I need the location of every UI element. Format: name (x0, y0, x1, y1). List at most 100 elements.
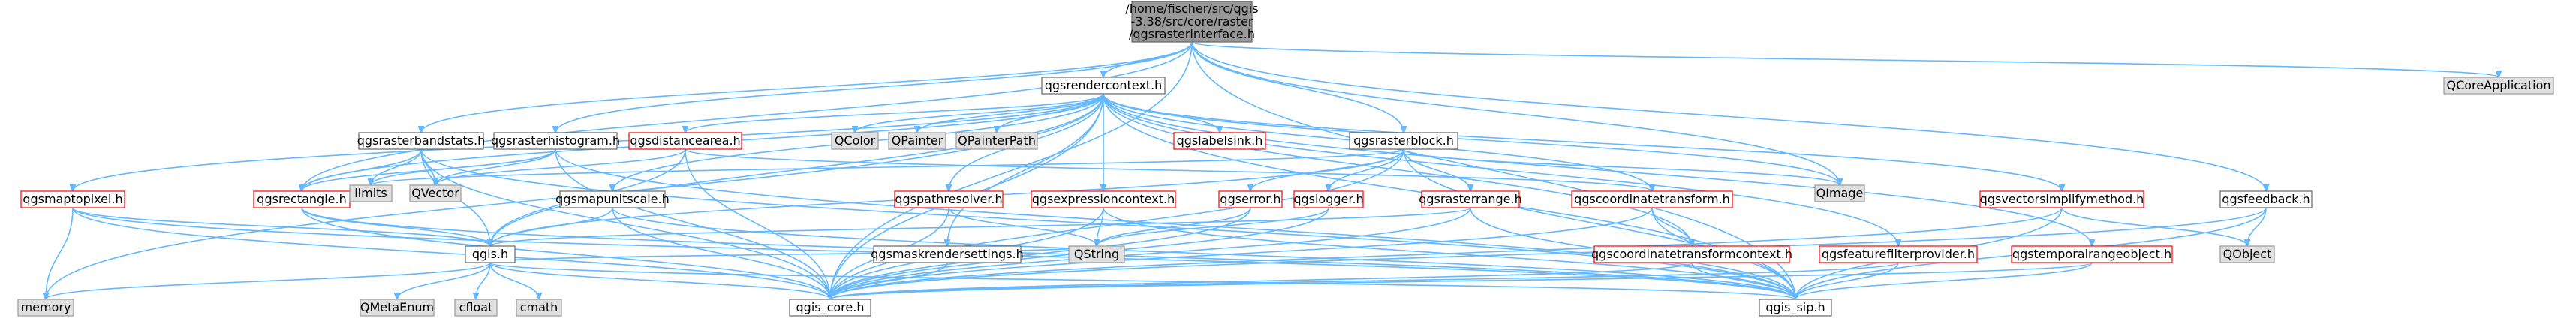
node-qgsdistancearea[interactable]: qgsdistancearea.h (628, 132, 742, 150)
node-label-root-line-1: -3.38/src/core/raster (1131, 14, 1253, 28)
node-label-qgsrendercontext: qgsrendercontext.h (1045, 78, 1163, 92)
node-label-qgsmaskrendersettings: qgsmaskrendersettings.h (871, 247, 1023, 261)
edge-qgsrectangle-to-qgis_sip (301, 207, 1795, 299)
node-label-qobject: QObject (2223, 247, 2272, 261)
node-label-qgspathresolver: qgspathresolver.h (895, 192, 1002, 206)
node-qgscoordinatetransform[interactable]: qgscoordinatetransform.h (1571, 190, 1733, 208)
node-limits[interactable]: limits (349, 184, 393, 202)
edge-qgsvectorsimplifymethod-to-qobject (2061, 207, 2247, 246)
edge-qgsrendercontext-to-qgsvectorsimplifymethod (1103, 93, 2062, 191)
node-box-memory (17, 298, 74, 316)
node-qgsfeedback[interactable]: qgsfeedback.h (2219, 190, 2313, 208)
edge-qgsmapunitscale-to-qgis_sip (612, 207, 1795, 299)
node-qgsrasterhistogram[interactable]: qgsrasterhistogram.h (491, 132, 620, 150)
node-qvector[interactable]: QVector (409, 184, 462, 202)
node-qgslabelsink[interactable]: qgslabelsink.h (1173, 132, 1266, 150)
node-cfloat[interactable]: cfloat (454, 298, 498, 316)
node-box-qpainter (888, 132, 946, 150)
node-box-qgsmapunitscale (559, 190, 666, 208)
node-qgsfeaturefilterprovider[interactable]: qgsfeaturefilterprovider.h (1819, 245, 1978, 263)
edge-qgslogger-to-qstring (1097, 207, 1329, 246)
node-label-qpainterpath: QPainterPath (958, 134, 1036, 148)
edge-qgs-to-memory (46, 262, 491, 299)
node-qgis_core[interactable]: qgis_core.h (789, 298, 871, 316)
node-qobject[interactable]: QObject (2219, 245, 2275, 263)
edge-qgs-to-cfloat (476, 262, 491, 299)
node-qgsvectorsimplifymethod[interactable]: qgsvectorsimplifymethod.h (1979, 190, 2144, 208)
node-box-qmetaenum (360, 298, 435, 316)
node-qcolor[interactable]: QColor (831, 132, 879, 150)
node-root[interactable]: /home/fischer/src/qgis-3.38/src/core/ras… (1125, 1, 1259, 43)
node-box-qvector (409, 184, 462, 202)
node-label-qgsrasterblock: qgsrasterblock.h (1353, 134, 1454, 148)
edge-qgsrectangle-to-qgis_core (301, 207, 830, 299)
node-qgis_sip[interactable]: qgis_sip.h (1759, 298, 1832, 316)
edge-qgsrasterbandstats-to-qgsrectangle (302, 148, 422, 191)
node-box-qgscoordinatetransform (1571, 190, 1733, 208)
node-label-qgsfeedback: qgsfeedback.h (2222, 192, 2310, 206)
node-qgsmaskrendersettings[interactable]: qgsmaskrendersettings.h (871, 245, 1024, 263)
edge-qgsrasterrange-to-qgis_core (830, 207, 1471, 299)
node-qmetaenum[interactable]: QMetaEnum (360, 298, 435, 316)
node-qimage[interactable]: QImage (1814, 184, 1865, 202)
node-qgsrasterblock[interactable]: qgsrasterblock.h (1349, 132, 1458, 150)
edge-qgscoordinatetransformcontext-to-qgis_sip (1691, 262, 1795, 299)
node-qstring[interactable]: QString (1068, 245, 1125, 263)
node-cmath[interactable]: cmath (516, 298, 562, 316)
node-memory[interactable]: memory (17, 298, 74, 316)
edge-qgsfeaturefilterprovider-to-qgis_core (830, 262, 1899, 299)
node-box-qcoreapplication (2443, 76, 2554, 94)
edge-qgsdistancearea-to-qgis_core (685, 148, 830, 299)
node-qgsrasterbandstats[interactable]: qgsrasterbandstats.h (357, 132, 486, 150)
node-qgsexpressioncontext[interactable]: qgsexpressioncontext.h (1031, 190, 1176, 208)
node-label-memory: memory (21, 300, 71, 314)
edge-qgsrendercontext-to-qpainter (917, 93, 1104, 133)
node-qgsrendercontext[interactable]: qgsrendercontext.h (1041, 76, 1166, 94)
node-box-qcolor (831, 132, 879, 150)
node-label-qcolor: QColor (835, 134, 876, 148)
edge-qgstemporalrangeobject-to-qgis_core (830, 262, 2093, 299)
node-qgsmaptopixel[interactable]: qgsmaptopixel.h (20, 190, 125, 208)
node-qgsrasterrange[interactable]: qgsrasterrange.h (1419, 190, 1522, 208)
node-label-qgscoordinatetransformcontext: qgscoordinatetransformcontext.h (1591, 247, 1792, 261)
node-box-qgsrasterhistogram (493, 132, 618, 150)
node-qgscoordinatetransformcontext[interactable]: qgscoordinatetransformcontext.h (1591, 245, 1792, 263)
edge-qgsrendercontext-to-qgs (490, 93, 1104, 246)
node-qgstemporalrangeobject[interactable]: qgstemporalrangeobject.h (2011, 245, 2173, 263)
node-label-qgis_core: qgis_core.h (796, 300, 865, 315)
node-qpainterpath[interactable]: QPainterPath (955, 132, 1038, 150)
node-qpainter[interactable]: QPainter (888, 132, 946, 150)
edge-qgsmapunitscale-to-qgs (490, 207, 613, 246)
node-label-qgis_sip: qgis_sip.h (1765, 300, 1825, 315)
node-label-root-line-2: /qgsrasterinterface.h (1129, 27, 1255, 41)
node-box-qgsfeaturefilterprovider (1819, 245, 1978, 263)
edge-qgsrasterhistogram-to-qvector (435, 148, 556, 185)
node-qgs[interactable]: qgis.h (465, 245, 516, 263)
node-label-qgscoordinatetransform: qgscoordinatetransform.h (1574, 192, 1730, 206)
node-box-limits (349, 184, 393, 202)
node-label-qgsdistancearea: qgsdistancearea.h (630, 134, 740, 148)
node-label-qimage: QImage (1816, 186, 1864, 200)
edge-root-to-qcoreapplication (1191, 41, 2499, 77)
node-qgserror[interactable]: qgserror.h (1218, 190, 1283, 208)
node-qgsmapunitscale[interactable]: qgsmapunitscale.h (555, 190, 670, 208)
edge-qgs-to-qgis_core (489, 262, 830, 299)
node-qgsrectangle[interactable]: qgsrectangle.h (253, 190, 351, 208)
node-box-qgsexpressioncontext (1031, 190, 1176, 208)
node-qcoreapplication[interactable]: QCoreApplication (2443, 76, 2554, 94)
edge-qgsrasterblock-to-qimage (1403, 148, 1840, 185)
node-qgslogger[interactable]: qgslogger.h (1293, 190, 1364, 208)
node-box-qpainterpath (955, 132, 1038, 150)
node-label-qgsrasterhistogram: qgsrasterhistogram.h (491, 134, 620, 148)
node-box-qgslabelsink (1173, 132, 1266, 150)
node-box-cfloat (454, 298, 498, 316)
edge-qgsfeedback-to-qobject (2247, 207, 2267, 246)
edge-root-to-qgsfeedback (1191, 41, 2266, 191)
node-box-qgis_core (789, 298, 871, 316)
edge-qgsmaptopixel-to-qgs (72, 207, 490, 246)
node-qgspathresolver[interactable]: qgspathresolver.h (894, 190, 1004, 208)
edge-qgsrectangle-to-qgs (301, 207, 490, 246)
node-label-qgsrectangle: qgsrectangle.h (257, 192, 346, 206)
node-box-qgslogger (1293, 190, 1364, 208)
node-box-qgsfeedback (2219, 190, 2313, 208)
